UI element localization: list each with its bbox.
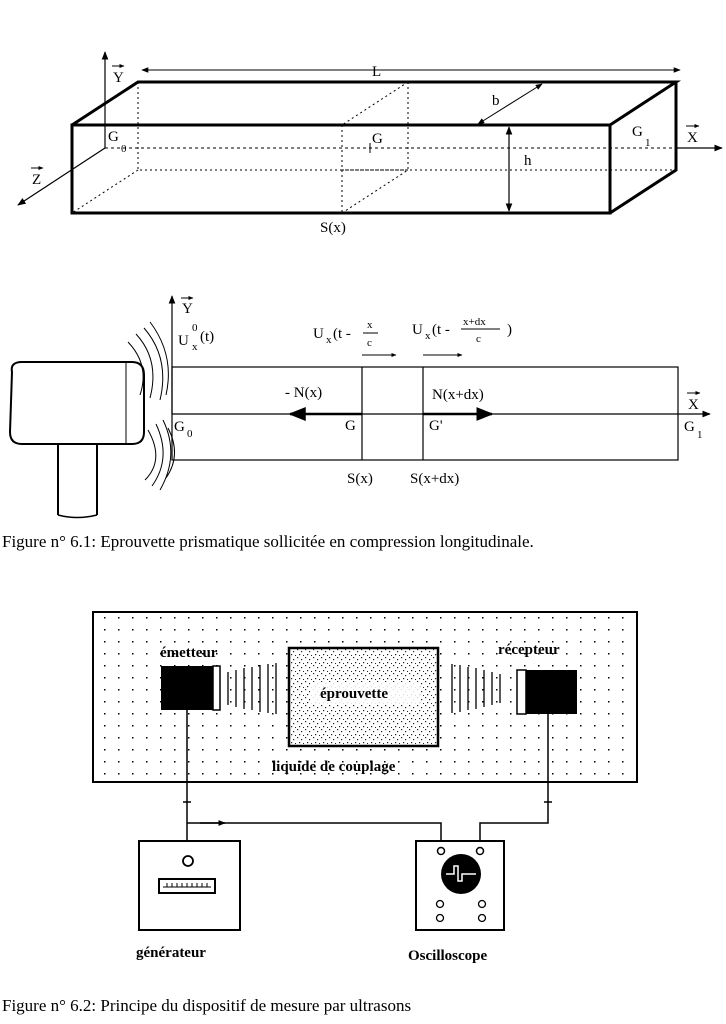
right-centroid-label: G <box>632 124 643 140</box>
input-subscript: x <box>192 341 198 353</box>
coupling-label: liquide de couplage <box>272 759 396 775</box>
fig2-x-axis-label: X <box>688 397 699 413</box>
width-label: b <box>492 93 500 109</box>
oscilloscope-trace <box>446 865 476 882</box>
wave1-subscript: x <box>326 334 332 346</box>
width-dimension <box>477 83 543 125</box>
emitter-transducer <box>161 666 213 710</box>
x-axis-label: X <box>687 130 698 146</box>
bar-front-face <box>70 123 612 215</box>
right-centroid-subscript: 1 <box>645 137 651 149</box>
receiver-transducer <box>526 670 577 714</box>
input-u: U <box>178 333 189 349</box>
receiver-wavefronts <box>451 664 501 713</box>
g-right-label: G' <box>429 418 443 434</box>
oscilloscope-knobs <box>435 899 487 923</box>
specimen-label: éprouvette <box>320 686 388 702</box>
bar-hidden-edges <box>71 82 676 214</box>
generator-dial-scale <box>163 883 211 888</box>
hammer-icon <box>8 361 145 519</box>
wave2-subscript: x <box>425 330 431 342</box>
generator-output-jack <box>182 855 194 867</box>
ultrasonic-setup-diagram: émetteur récepteur éprouvette liquide de… <box>92 611 638 964</box>
section-right-label: S(x+dx) <box>410 471 459 487</box>
fig2-y-axis-label: Y <box>182 301 193 317</box>
left-centroid-label: G <box>108 129 119 145</box>
emitter-face <box>212 665 221 711</box>
impact-waves <box>127 321 175 491</box>
emitter-wavefronts <box>227 663 277 714</box>
figure-6-1-caption: Figure n° 6.1: Eprouvette prismatique so… <box>2 532 534 551</box>
receiver-label: récepteur <box>498 642 560 658</box>
receiver-cable <box>479 714 549 847</box>
wave1-prefix: (t - <box>333 326 351 342</box>
section-label: S(x) <box>320 220 346 236</box>
g0-label: G <box>174 419 185 435</box>
input-argument: (t) <box>200 329 214 345</box>
force-left-label: - N(x) <box>285 385 322 401</box>
z-axis-label: Z <box>32 172 41 188</box>
section-left-label: S(x) <box>347 471 373 487</box>
oscilloscope-screen <box>441 854 481 894</box>
wave2-u: U <box>412 322 423 338</box>
impact-wave-diagram: Y X U 0 x (t) U x (t - x c U x (t - x+dx… <box>8 295 711 519</box>
wave1-numerator: x <box>367 319 373 331</box>
left-centroid-subscript: 0 <box>121 143 127 155</box>
wave1-denominator: c <box>367 337 372 349</box>
g1-subscript: 1 <box>697 429 703 441</box>
input-superscript: 0 <box>192 322 198 334</box>
height-label: h <box>524 153 532 169</box>
emitter-label: émetteur <box>160 645 218 661</box>
oscilloscope-label: Oscilloscope <box>408 948 488 964</box>
g1-label: G <box>684 419 695 435</box>
receiver-face <box>516 669 527 715</box>
y-axis-label: Y <box>113 70 124 86</box>
wave1-u: U <box>313 326 324 342</box>
wave2-denominator: c <box>476 333 481 345</box>
wave2-numerator: x+dx <box>463 316 486 328</box>
wave2-suffix: ) <box>507 322 512 338</box>
section-plane-left <box>341 81 409 214</box>
specimen-label-bg <box>310 682 420 704</box>
force-right-label: N(x+dx) <box>432 387 484 403</box>
z-axis-arrow <box>17 147 106 206</box>
trigger-cable <box>187 822 442 847</box>
prismatic-bar-diagram: Y Z X L b h G G 0 G 1 S(x) <box>17 51 723 236</box>
generator-label: générateur <box>136 945 206 961</box>
figure-6-2-caption: Figure n° 6.2: Principe du dispositif de… <box>2 996 412 1015</box>
oscilloscope-input-a <box>436 846 446 856</box>
wave2-prefix: (t - <box>432 322 450 338</box>
g-left-label: G <box>345 418 356 434</box>
g0-subscript: 0 <box>187 428 193 440</box>
length-label: L <box>372 64 381 80</box>
oscilloscope-input-b <box>475 846 485 856</box>
centroid-label: G <box>372 131 383 147</box>
